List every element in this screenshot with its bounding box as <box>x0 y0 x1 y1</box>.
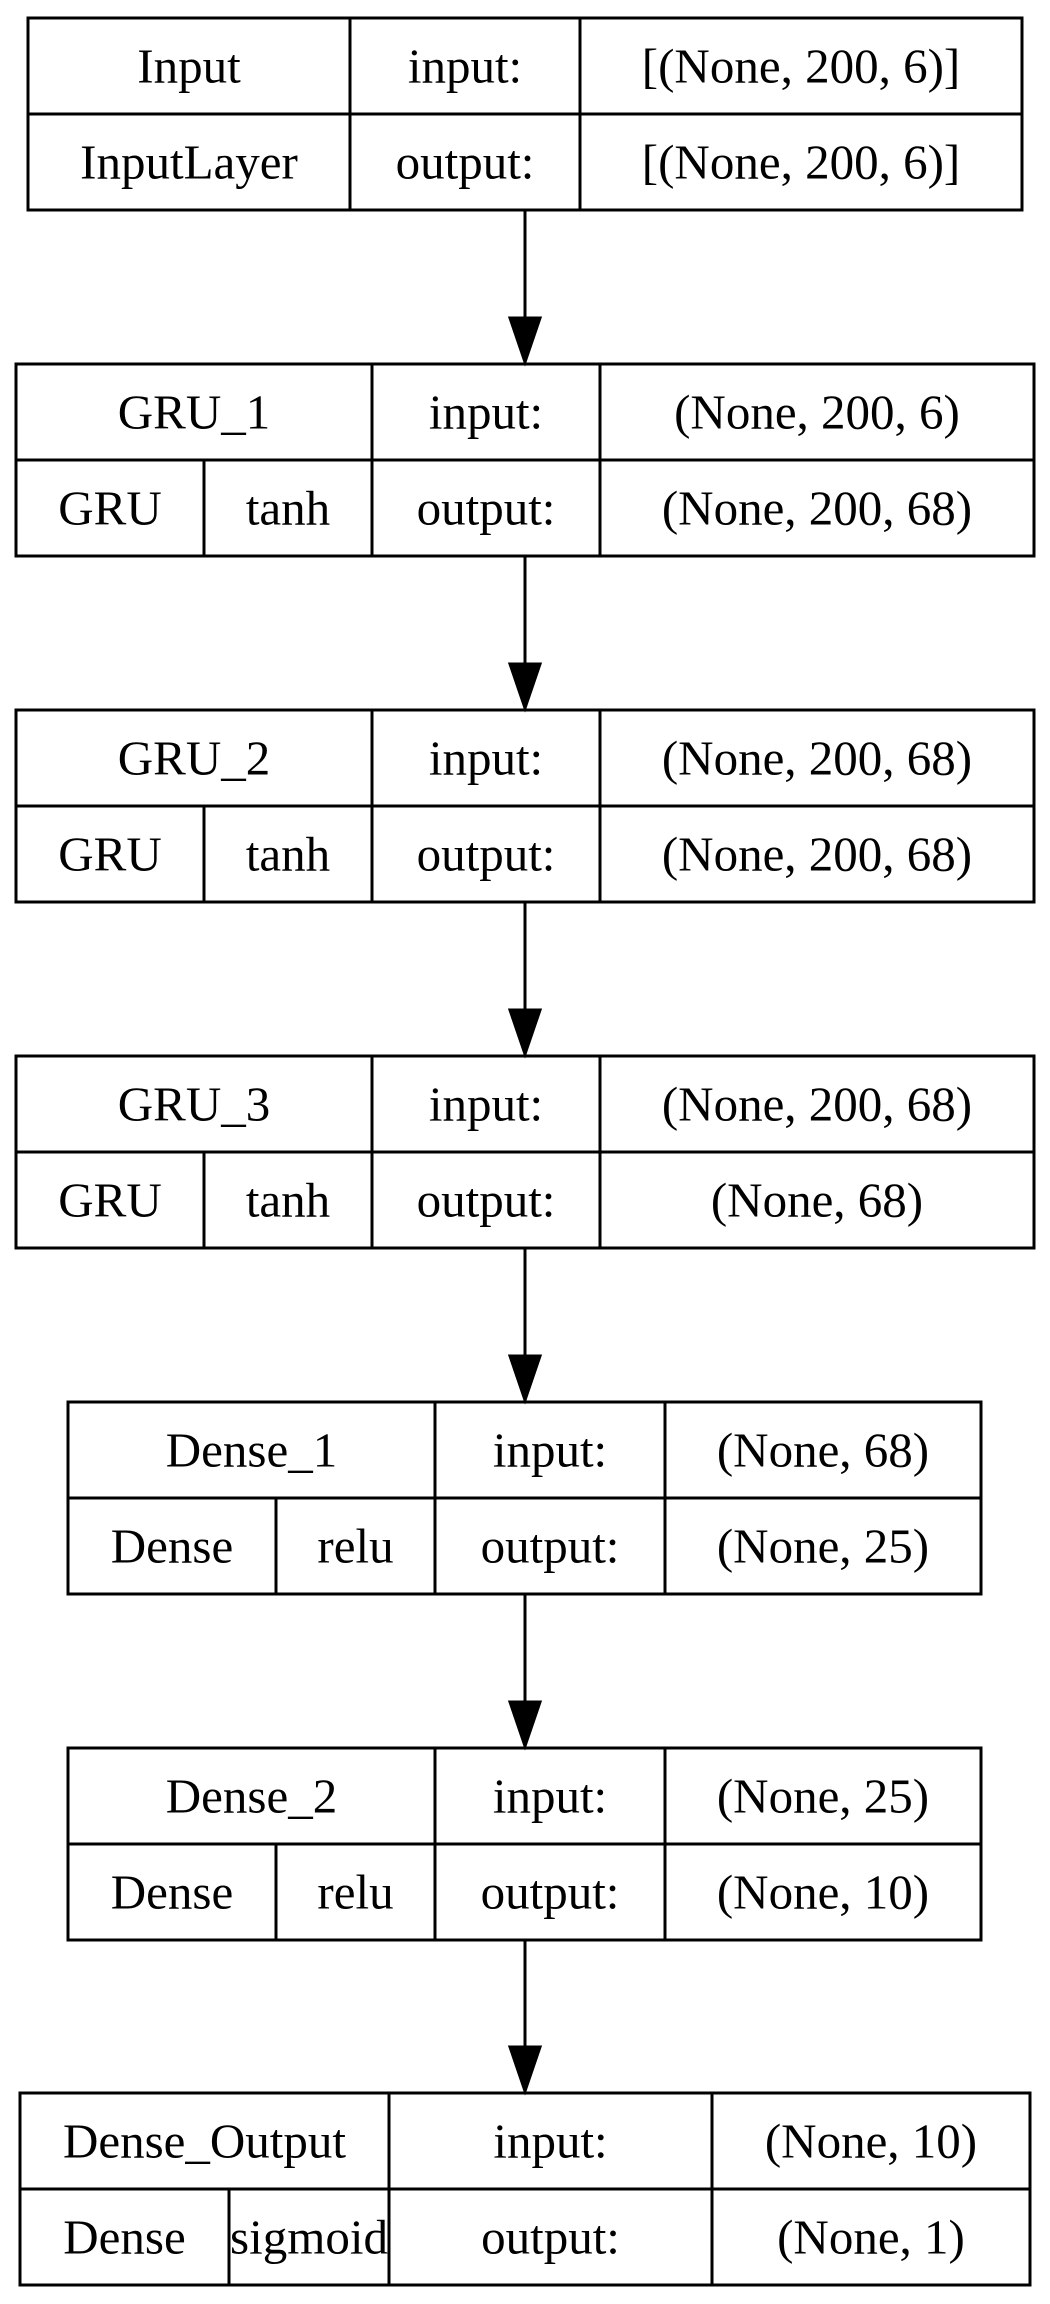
input-shape: [(None, 200, 6)] <box>642 39 960 94</box>
input-shape: (None, 200, 68) <box>662 731 972 786</box>
arrowhead-icon <box>507 2045 543 2096</box>
arrowhead-icon <box>507 662 543 713</box>
layer-type: Dense <box>63 2210 185 2265</box>
output-shape: (None, 68) <box>711 1173 923 1228</box>
arrowhead-icon <box>507 316 543 367</box>
output-shape: [(None, 200, 6)] <box>642 135 960 190</box>
input-label: input: <box>493 1769 607 1824</box>
layer-type: GRU <box>58 481 161 536</box>
input-label: input: <box>493 2114 607 2169</box>
input-label: input: <box>429 1077 543 1132</box>
input-shape: (None, 25) <box>717 1769 929 1824</box>
output-shape: (None, 200, 68) <box>662 481 972 536</box>
layer-name: Dense_1 <box>166 1423 337 1478</box>
layer-name: Input <box>137 39 241 94</box>
layer-name: GRU_1 <box>118 385 270 440</box>
input-shape: (None, 200, 68) <box>662 1077 972 1132</box>
output-shape: (None, 25) <box>717 1519 929 1574</box>
input-label: input: <box>429 385 543 440</box>
layer-activation: sigmoid <box>230 2210 388 2265</box>
input-label: input: <box>408 39 522 94</box>
layer-type: GRU <box>58 827 161 882</box>
layer-activation: tanh <box>246 1173 330 1228</box>
input-label: input: <box>429 731 543 786</box>
layer-type: Dense <box>111 1865 233 1920</box>
layer-name: Dense_2 <box>166 1769 337 1824</box>
input-label: input: <box>493 1423 607 1478</box>
input-shape: (None, 68) <box>717 1423 929 1478</box>
arrowhead-icon <box>507 1354 543 1405</box>
layer-name: Dense_Output <box>63 2114 346 2169</box>
input-shape: (None, 10) <box>765 2114 977 2169</box>
layer-activation: tanh <box>246 827 330 882</box>
layer-activation: relu <box>317 1519 393 1574</box>
layer-activation: relu <box>317 1865 393 1920</box>
layer-type: InputLayer <box>80 135 298 190</box>
output-label: output: <box>417 1173 556 1228</box>
layer-activation: tanh <box>246 481 330 536</box>
output-label: output: <box>481 2210 620 2265</box>
output-shape: (None, 10) <box>717 1865 929 1920</box>
output-label: output: <box>481 1519 620 1574</box>
layer-name: GRU_3 <box>118 1077 270 1132</box>
layer-type: GRU <box>58 1173 161 1228</box>
output-label: output: <box>396 135 535 190</box>
layer-name: GRU_2 <box>118 731 270 786</box>
arrowhead-icon <box>507 1008 543 1059</box>
output-shape: (None, 200, 68) <box>662 827 972 882</box>
arrowhead-icon <box>507 1700 543 1751</box>
layer-type: Dense <box>111 1519 233 1574</box>
input-shape: (None, 200, 6) <box>674 385 960 440</box>
output-label: output: <box>417 827 556 882</box>
output-shape: (None, 1) <box>777 2210 965 2265</box>
output-label: output: <box>417 481 556 536</box>
output-label: output: <box>481 1865 620 1920</box>
